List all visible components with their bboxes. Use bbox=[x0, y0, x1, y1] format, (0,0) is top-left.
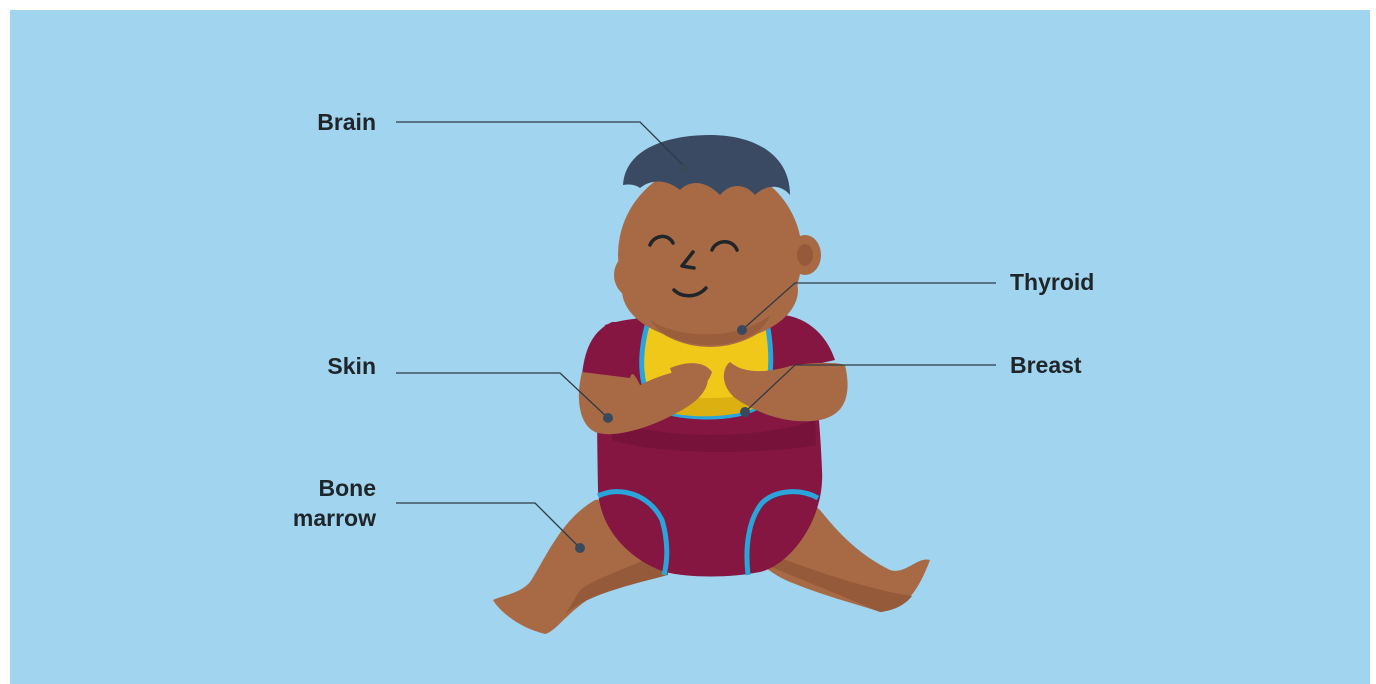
skin-label: Skin bbox=[327, 353, 376, 379]
bone-marrow-label-line2: marrow bbox=[293, 505, 376, 531]
brain-label: Brain bbox=[317, 109, 376, 135]
skin-marker bbox=[603, 413, 613, 423]
breast-marker bbox=[740, 407, 750, 417]
brain-marker bbox=[681, 163, 691, 173]
bone-marrow-marker bbox=[575, 543, 585, 553]
bone-marrow-label-line1: Bone bbox=[319, 475, 377, 501]
skin-leader bbox=[396, 373, 608, 418]
thyroid-marker bbox=[737, 325, 747, 335]
bone-marrow-leader bbox=[396, 503, 580, 548]
breast-label: Breast bbox=[1010, 352, 1082, 378]
thyroid-label: Thyroid bbox=[1010, 269, 1094, 295]
